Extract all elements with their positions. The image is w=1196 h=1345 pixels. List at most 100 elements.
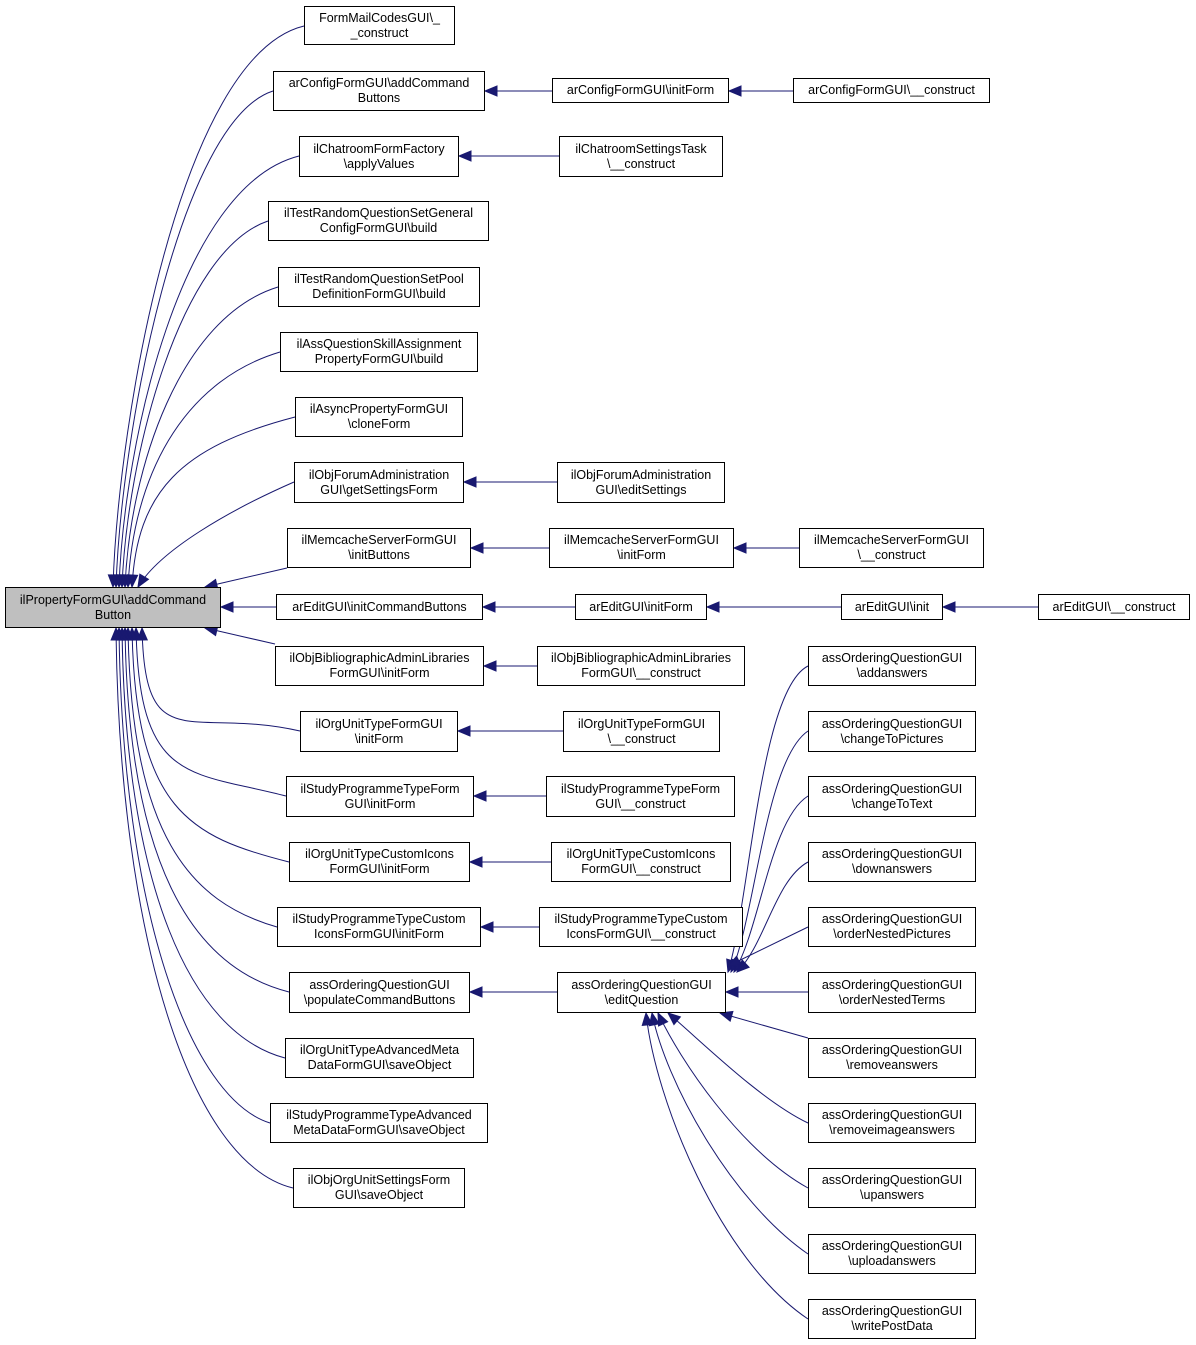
- node-label-line2: GUI\__construct: [595, 796, 686, 811]
- caller-node[interactable]: assOrderingQuestionGUI\orderNestedTerms: [808, 972, 976, 1013]
- caller-node[interactable]: assOrderingQuestionGUI\uploadanswers: [808, 1234, 976, 1274]
- node-label-line1: ilObjOrgUnitSettingsForm: [307, 1173, 451, 1187]
- node-label-line1: ilAsyncPropertyFormGUI: [309, 402, 449, 416]
- node-label-line1: assOrderingQuestionGUI: [821, 1043, 963, 1057]
- edge-curve: [135, 627, 287, 797]
- edge-arrowhead: [483, 85, 498, 97]
- caller-node[interactable]: ilOrgUnitTypeFormGUI\initForm: [300, 711, 458, 752]
- node-label-line2: IconsFormGUI\__construct: [566, 927, 716, 941]
- edge-curve: [736, 861, 809, 973]
- edge-curve: [733, 795, 809, 973]
- node-label-line1: arEditGUI\__construct: [1052, 599, 1176, 614]
- node-label-line2: FormGUI\__construct: [581, 862, 701, 876]
- caller-node[interactable]: ilChatroomFormFactory\applyValues: [299, 136, 459, 177]
- caller-node[interactable]: assOrderingQuestionGUI\removeimageanswer…: [808, 1103, 976, 1143]
- edge-arrowhead: [472, 790, 487, 802]
- node-label-line1: ilTestRandomQuestionSetGeneral: [284, 206, 473, 220]
- caller-node[interactable]: assOrderingQuestionGUI\downanswers: [808, 842, 976, 882]
- node-label-line1: ilMemcacheServerFormGUI: [814, 533, 969, 547]
- edge-curve: [118, 155, 300, 588]
- node-label-line2: \orderNestedPictures: [833, 927, 951, 941]
- node-label-line2: MetaDataFormGUI\saveObject: [293, 1123, 465, 1137]
- caller-node[interactable]: arEditGUI\__construct: [1038, 594, 1190, 620]
- caller-node[interactable]: assOrderingQuestionGUI\editQuestion: [557, 972, 726, 1013]
- caller-node[interactable]: FormMailCodesGUI\__construct: [304, 6, 455, 45]
- caller-node[interactable]: assOrderingQuestionGUI\changeToText: [808, 776, 976, 817]
- edge-arrowhead: [718, 1010, 734, 1022]
- edge-arrowhead: [462, 476, 477, 488]
- node-label-line1: assOrderingQuestionGUI: [821, 1108, 963, 1122]
- edge-curve: [121, 220, 269, 588]
- caller-node[interactable]: arConfigFormGUI\initForm: [552, 78, 729, 103]
- node-label-line2: \__construct: [857, 548, 926, 562]
- caller-node[interactable]: ilAsyncPropertyFormGUI\cloneForm: [295, 397, 463, 437]
- edge-arrowhead: [736, 959, 750, 973]
- node-label-line2: \changeToPictures: [840, 731, 944, 746]
- node-label-line1: assOrderingQuestionGUI: [821, 781, 963, 796]
- node-label-line1: assOrderingQuestionGUI: [821, 977, 963, 992]
- caller-node[interactable]: ilMemcacheServerFormGUI\initButtons: [287, 528, 471, 568]
- node-label-line1: arConfigFormGUI\__construct: [808, 83, 975, 97]
- caller-node[interactable]: assOrderingQuestionGUI\orderNestedPictur…: [808, 907, 976, 947]
- caller-node[interactable]: ilChatroomSettingsTask\__construct: [559, 136, 723, 177]
- edge-arrowhead: [457, 150, 472, 162]
- node-label-line2: \__construct: [607, 731, 676, 746]
- caller-node[interactable]: ilOrgUnitTypeFormGUI\__construct: [563, 711, 720, 752]
- node-label-line1: ilOrgUnitTypeCustomIcons: [566, 847, 716, 861]
- edge-curve: [112, 25, 305, 588]
- node-label-line1: ilMemcacheServerFormGUI: [301, 533, 457, 547]
- caller-node[interactable]: assOrderingQuestionGUI\upanswers: [808, 1168, 976, 1208]
- caller-node[interactable]: arEditGUI\initCommandButtons: [276, 594, 483, 620]
- node-label-line2: Button: [94, 607, 132, 622]
- caller-node[interactable]: assOrderingQuestionGUI\addanswers: [808, 646, 976, 686]
- node-label-line2: IconsFormGUI\initForm: [314, 927, 444, 941]
- caller-node[interactable]: assOrderingQuestionGUI\populateCommandBu…: [289, 972, 470, 1013]
- edge-curve: [131, 627, 290, 863]
- caller-node[interactable]: assOrderingQuestionGUI\writePostData: [808, 1299, 976, 1339]
- edge-line: [216, 630, 276, 645]
- caller-node[interactable]: ilMemcacheServerFormGUI\initForm: [549, 528, 734, 568]
- edge-curve: [667, 1012, 809, 1124]
- node-label-line1: ilOrgUnitTypeAdvancedMeta: [299, 1043, 460, 1057]
- node-label-line1: assOrderingQuestionGUI: [821, 847, 963, 861]
- edge-curve: [127, 627, 278, 928]
- caller-node[interactable]: arEditGUI\init: [841, 594, 943, 620]
- node-label-line1: ilStudyProgrammeTypeCustom: [554, 912, 728, 926]
- node-label-line1: ilObjForumAdministration: [308, 467, 450, 482]
- caller-node[interactable]: assOrderingQuestionGUI\changeToPictures: [808, 711, 976, 752]
- node-label-line2: GUI\saveObject: [334, 1188, 424, 1202]
- node-label-line1: ilTestRandomQuestionSetPool: [294, 272, 464, 286]
- caller-node[interactable]: assOrderingQuestionGUI\removeanswers: [808, 1038, 976, 1078]
- edge-arrowhead: [667, 1012, 682, 1026]
- edge-curve: [657, 1012, 809, 1189]
- node-label-line1: arConfigFormGUI\addCommand: [288, 76, 470, 90]
- node-label-line1: assOrderingQuestionGUI: [821, 1173, 963, 1187]
- caller-node[interactable]: arEditGUI\initForm: [575, 594, 707, 620]
- node-label-line2: \initButtons: [348, 548, 410, 562]
- edge-curve: [124, 286, 279, 588]
- node-label-line2: GUI\initForm: [344, 796, 416, 811]
- node-label-line2: \addanswers: [856, 666, 928, 680]
- caller-node[interactable]: ilMemcacheServerFormGUI\__construct: [799, 528, 984, 568]
- caller-node[interactable]: arConfigFormGUI\__construct: [793, 78, 990, 103]
- node-label-line2: Buttons: [357, 91, 401, 105]
- node-label-line1: assOrderingQuestionGUI: [821, 651, 963, 665]
